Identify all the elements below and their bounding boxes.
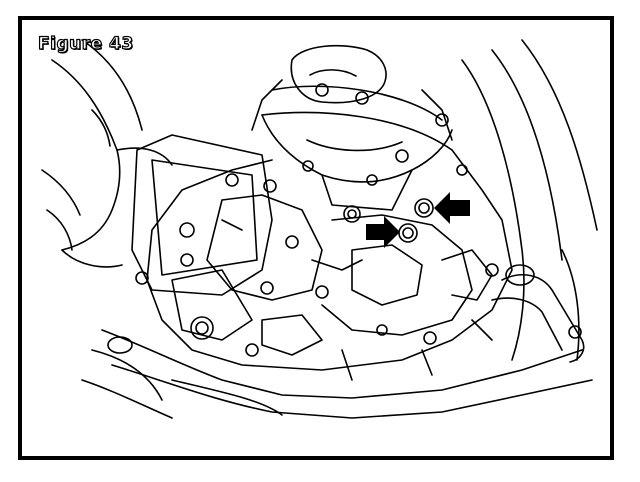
- upper-mount: [262, 46, 452, 150]
- detail-lines: [222, 80, 492, 380]
- lower-crossmember: [82, 330, 592, 418]
- transmission-line-drawing: [22, 20, 610, 456]
- bolts: [136, 114, 498, 356]
- exhaust-pipe: [492, 265, 584, 362]
- mount-bracket: [132, 135, 272, 295]
- figure-frame: Figure 43: [18, 16, 614, 460]
- transmission-case: [147, 115, 512, 370]
- technician-hand: [42, 40, 172, 267]
- fill-plugs: [399, 199, 433, 242]
- figure-title: Figure 43: [37, 33, 134, 54]
- frame-rails: [462, 40, 597, 360]
- arrow-callout-left-pointing: [434, 192, 470, 224]
- arrow-callout-right-pointing: [366, 216, 400, 248]
